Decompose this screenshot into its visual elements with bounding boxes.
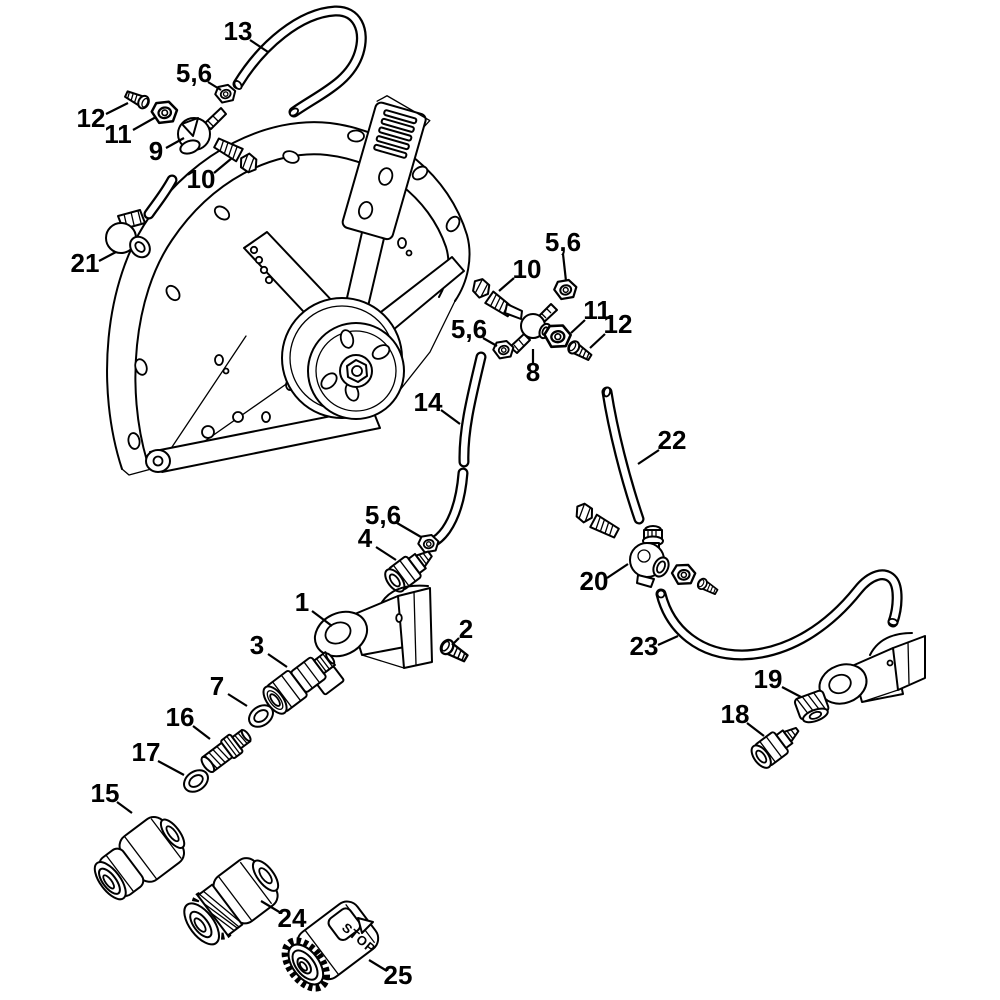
- leader-line-c25: [368, 959, 388, 972]
- elbow-21: [105, 209, 151, 259]
- callout-label-c7: 7: [210, 671, 224, 701]
- screw-12-left: [122, 87, 152, 112]
- leader-line-c21: [98, 251, 117, 262]
- valve-20: [629, 525, 670, 588]
- callout-label-c12a: 12: [77, 103, 106, 133]
- guard-rim-holes: [127, 129, 461, 450]
- leader-line-c56b: [561, 253, 568, 282]
- coupler-24: [183, 857, 280, 946]
- leader-line-c12a: [105, 102, 129, 115]
- callout-label-c16: 16: [166, 702, 195, 732]
- hose-23: [655, 569, 903, 661]
- callout-label-c14: 14: [414, 387, 443, 417]
- nipple-16: [200, 728, 252, 774]
- screw-12-mid: [565, 338, 595, 364]
- coupler-15: [93, 815, 186, 901]
- nut-11-left: [148, 97, 181, 127]
- bolt-near-20: [570, 500, 623, 541]
- leader-line-c2: [451, 637, 460, 646]
- nut-near-20: [669, 561, 698, 587]
- callout-label-c56b: 5,6: [545, 227, 581, 257]
- screw-near-20: [695, 576, 720, 598]
- leader-line-c14: [440, 409, 461, 425]
- callout-label-c4: 4: [358, 523, 373, 553]
- callout-label-c56a: 5,6: [176, 58, 212, 88]
- coupler-25: STOP: [281, 900, 380, 992]
- valve-3: [262, 651, 345, 715]
- hose-13: [232, 5, 367, 118]
- callout-label-c1: 1: [295, 587, 309, 617]
- callout-label-c56d: 5,6: [365, 500, 401, 530]
- callout-label-c25: 25: [384, 960, 413, 990]
- leader-line-c9: [165, 137, 185, 149]
- leader-line-c17: [157, 760, 185, 776]
- hose-22: [601, 386, 645, 525]
- leader-line-c56c: [482, 337, 498, 347]
- hose-14: [425, 351, 487, 549]
- leader-line-c3: [267, 653, 288, 668]
- fitting-18: [750, 726, 800, 769]
- leader-line-c22: [637, 449, 660, 465]
- leader-line-c56d: [396, 522, 422, 538]
- belt-pulley: [281, 297, 405, 420]
- leader-line-c13: [249, 39, 269, 53]
- leader-line-c24: [260, 900, 282, 914]
- leader-line-c20: [606, 563, 629, 579]
- callout-label-c15: 15: [91, 778, 120, 808]
- knurled-nut-19: [793, 689, 830, 724]
- leader-line-c7: [227, 693, 248, 707]
- hose-stub-21: [143, 174, 178, 220]
- leader-line-c10a: [213, 157, 233, 174]
- leader-line-c56a: [207, 81, 222, 91]
- callout-label-c19: 19: [754, 664, 783, 694]
- fitting-4: [384, 550, 433, 593]
- callout-label-c2: 2: [459, 614, 473, 644]
- leader-line-c10b: [498, 277, 515, 292]
- callout-label-c18: 18: [721, 699, 750, 729]
- leader-line-c16: [192, 725, 211, 740]
- leader-line-c11a: [132, 116, 157, 131]
- callout-label-c11b: 11: [583, 295, 611, 325]
- callout-label-c22: 22: [658, 425, 687, 455]
- leader-line-c4: [375, 546, 397, 561]
- callout-label-c56c: 5,6: [451, 314, 487, 344]
- leader-line-c18: [746, 722, 765, 737]
- nut-11-mid: [542, 322, 574, 351]
- leader-line-c23: [657, 634, 679, 647]
- callout-label-c10b: 10: [513, 254, 542, 284]
- callout-label-c3: 3: [250, 630, 264, 660]
- callout-label-c20: 20: [580, 566, 609, 596]
- callout-label-c13: 13: [224, 16, 253, 46]
- callout-label-c8: 8: [526, 357, 540, 387]
- leader-line-c19: [781, 686, 802, 698]
- leader-line-c12b: [589, 333, 606, 349]
- bracket-right: [818, 632, 926, 705]
- callout-label-c9: 9: [149, 136, 163, 166]
- guard-outer-rim: [106, 121, 471, 470]
- leader-line-c1: [311, 610, 333, 627]
- nut-5-6-mid-left: [490, 337, 517, 362]
- guard-top-arm: [340, 95, 431, 333]
- arrow-mark: [357, 917, 374, 934]
- callout-label-c11a: 11: [104, 119, 132, 149]
- tap-9: [177, 107, 227, 155]
- wheel-guard-assembly: [106, 95, 471, 476]
- callout-label-c21: 21: [71, 248, 100, 278]
- callout-label-c23: 23: [630, 631, 659, 661]
- nut-5-6-mid-top: [551, 276, 580, 303]
- callout-label-c12b: 12: [604, 309, 633, 339]
- callout-label-c10a: 10: [187, 164, 216, 194]
- leader-line-c11b: [570, 319, 586, 334]
- callout-label-c24: 24: [278, 903, 307, 933]
- callout-label-c17: 17: [132, 737, 161, 767]
- leader-line-c15: [116, 801, 133, 814]
